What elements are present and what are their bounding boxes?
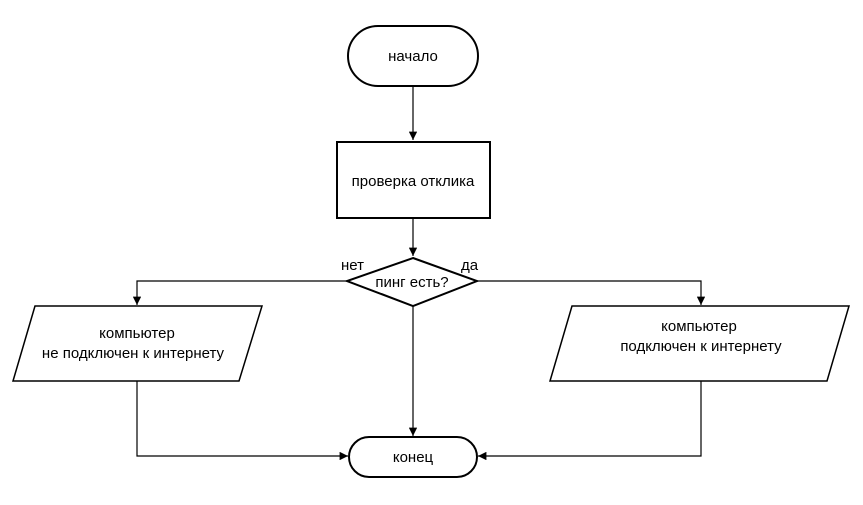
output-connected-line2: подключен к интернету	[620, 338, 782, 355]
decision-diamond	[344, 256, 480, 308]
start-label: начало	[388, 48, 438, 65]
branch-yes-label: да	[461, 257, 479, 274]
connector-decision-yes	[477, 280, 706, 305]
output-connected	[548, 305, 851, 382]
output-not-connected-line1: компьютер	[99, 325, 175, 342]
output-not-connected-line2: не подключен к интернету	[42, 345, 225, 362]
start-terminal	[347, 25, 479, 87]
connector-yes-to-end	[478, 381, 702, 461]
branch-no-label: нет	[341, 257, 364, 274]
connector-decision-no	[132, 280, 347, 305]
end-label: конец	[393, 449, 434, 466]
output-connected-line1: компьютер	[661, 318, 737, 335]
process-box	[336, 141, 491, 219]
output-not-connected	[11, 305, 264, 382]
decision-label: пинг есть?	[375, 274, 448, 291]
process-label: проверка отклика	[352, 173, 475, 190]
connector-no-to-end	[136, 381, 348, 461]
end-terminal	[348, 436, 478, 478]
